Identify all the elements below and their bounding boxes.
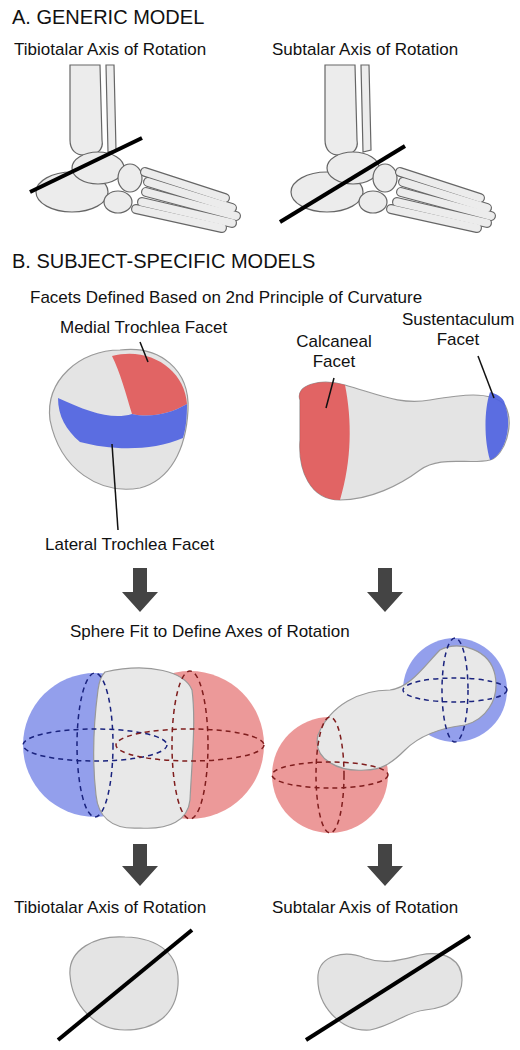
talus-sphere-fit-part-part [23, 729, 167, 761]
calcaneus-sphere-fit-part [272, 638, 507, 833]
down-arrow-part [367, 844, 403, 886]
calcaneus-axis-part [306, 936, 470, 1040]
calcaneus-facets [299, 356, 509, 500]
calcaneus-sphere-fit-part-part [316, 717, 344, 833]
panel-label: Tibiotalar Axis of Rotation [14, 898, 206, 918]
talus-sphere-fit [23, 668, 264, 828]
panel-label: Tibiotalar Axis of Rotation [14, 40, 206, 60]
talus-sphere-fit-part-part [77, 673, 113, 817]
generic-foot-left [30, 65, 236, 228]
step-heading: Sphere Fit to Define Axes of Rotation [70, 622, 350, 642]
calcaneal-facet-patch [299, 382, 349, 500]
facet-label: Sustentaculum Facet [402, 310, 514, 349]
leader-line [326, 378, 334, 408]
medial-facet-patch [112, 354, 187, 416]
talus-sphere-fit-part [94, 668, 194, 828]
facet-label: Calcaneal Facet [288, 332, 380, 371]
generic-foot-left-part [36, 65, 236, 228]
calcaneus-axis [306, 936, 470, 1040]
step-heading: Facets Defined Based on 2nd Principle of… [30, 288, 422, 308]
sustentaculum-facet-patch [486, 392, 509, 460]
tibiotalar-axis [30, 138, 142, 192]
subtalar-axis [280, 146, 405, 222]
leader-line [478, 356, 494, 398]
generic-foot-right [280, 65, 491, 228]
panel-label: Subtalar Axis of Rotation [272, 898, 458, 918]
talus-axis [58, 930, 192, 1040]
talus-sphere-fit-part-part [172, 671, 208, 819]
talus-sphere-fit-part [23, 671, 264, 819]
calcaneus-sphere-fit-part-part [442, 638, 468, 742]
talus-sphere-fit-part-part [116, 729, 264, 761]
down-arrow-part [367, 568, 403, 612]
generic-foot-right-part [291, 65, 491, 228]
lateral-facet-patch [58, 398, 187, 448]
talus-facets-part [50, 349, 189, 489]
leader-line [112, 444, 118, 530]
calcaneus-sphere-fit-part-part [403, 678, 507, 702]
panel-label: Subtalar Axis of Rotation [272, 40, 458, 60]
section-heading: B. SUBJECT-SPECIFIC MODELS [12, 250, 315, 273]
facet-label: Lateral Trochlea Facet [45, 535, 214, 555]
down-arrow-part [122, 568, 158, 612]
calcaneus-facets-part [299, 382, 509, 500]
talus-axis-part [58, 930, 192, 1040]
section-heading: A. GENERIC MODEL [12, 6, 204, 29]
down-arrow-part [122, 844, 158, 886]
calcaneus-sphere-fit-part [317, 646, 496, 770]
leader-line [140, 342, 148, 362]
calcaneus-sphere-fit [272, 638, 507, 833]
facet-label: Medial Trochlea Facet [60, 318, 227, 338]
talus-facets [50, 342, 189, 530]
calcaneus-sphere-fit-part-part [272, 762, 388, 788]
